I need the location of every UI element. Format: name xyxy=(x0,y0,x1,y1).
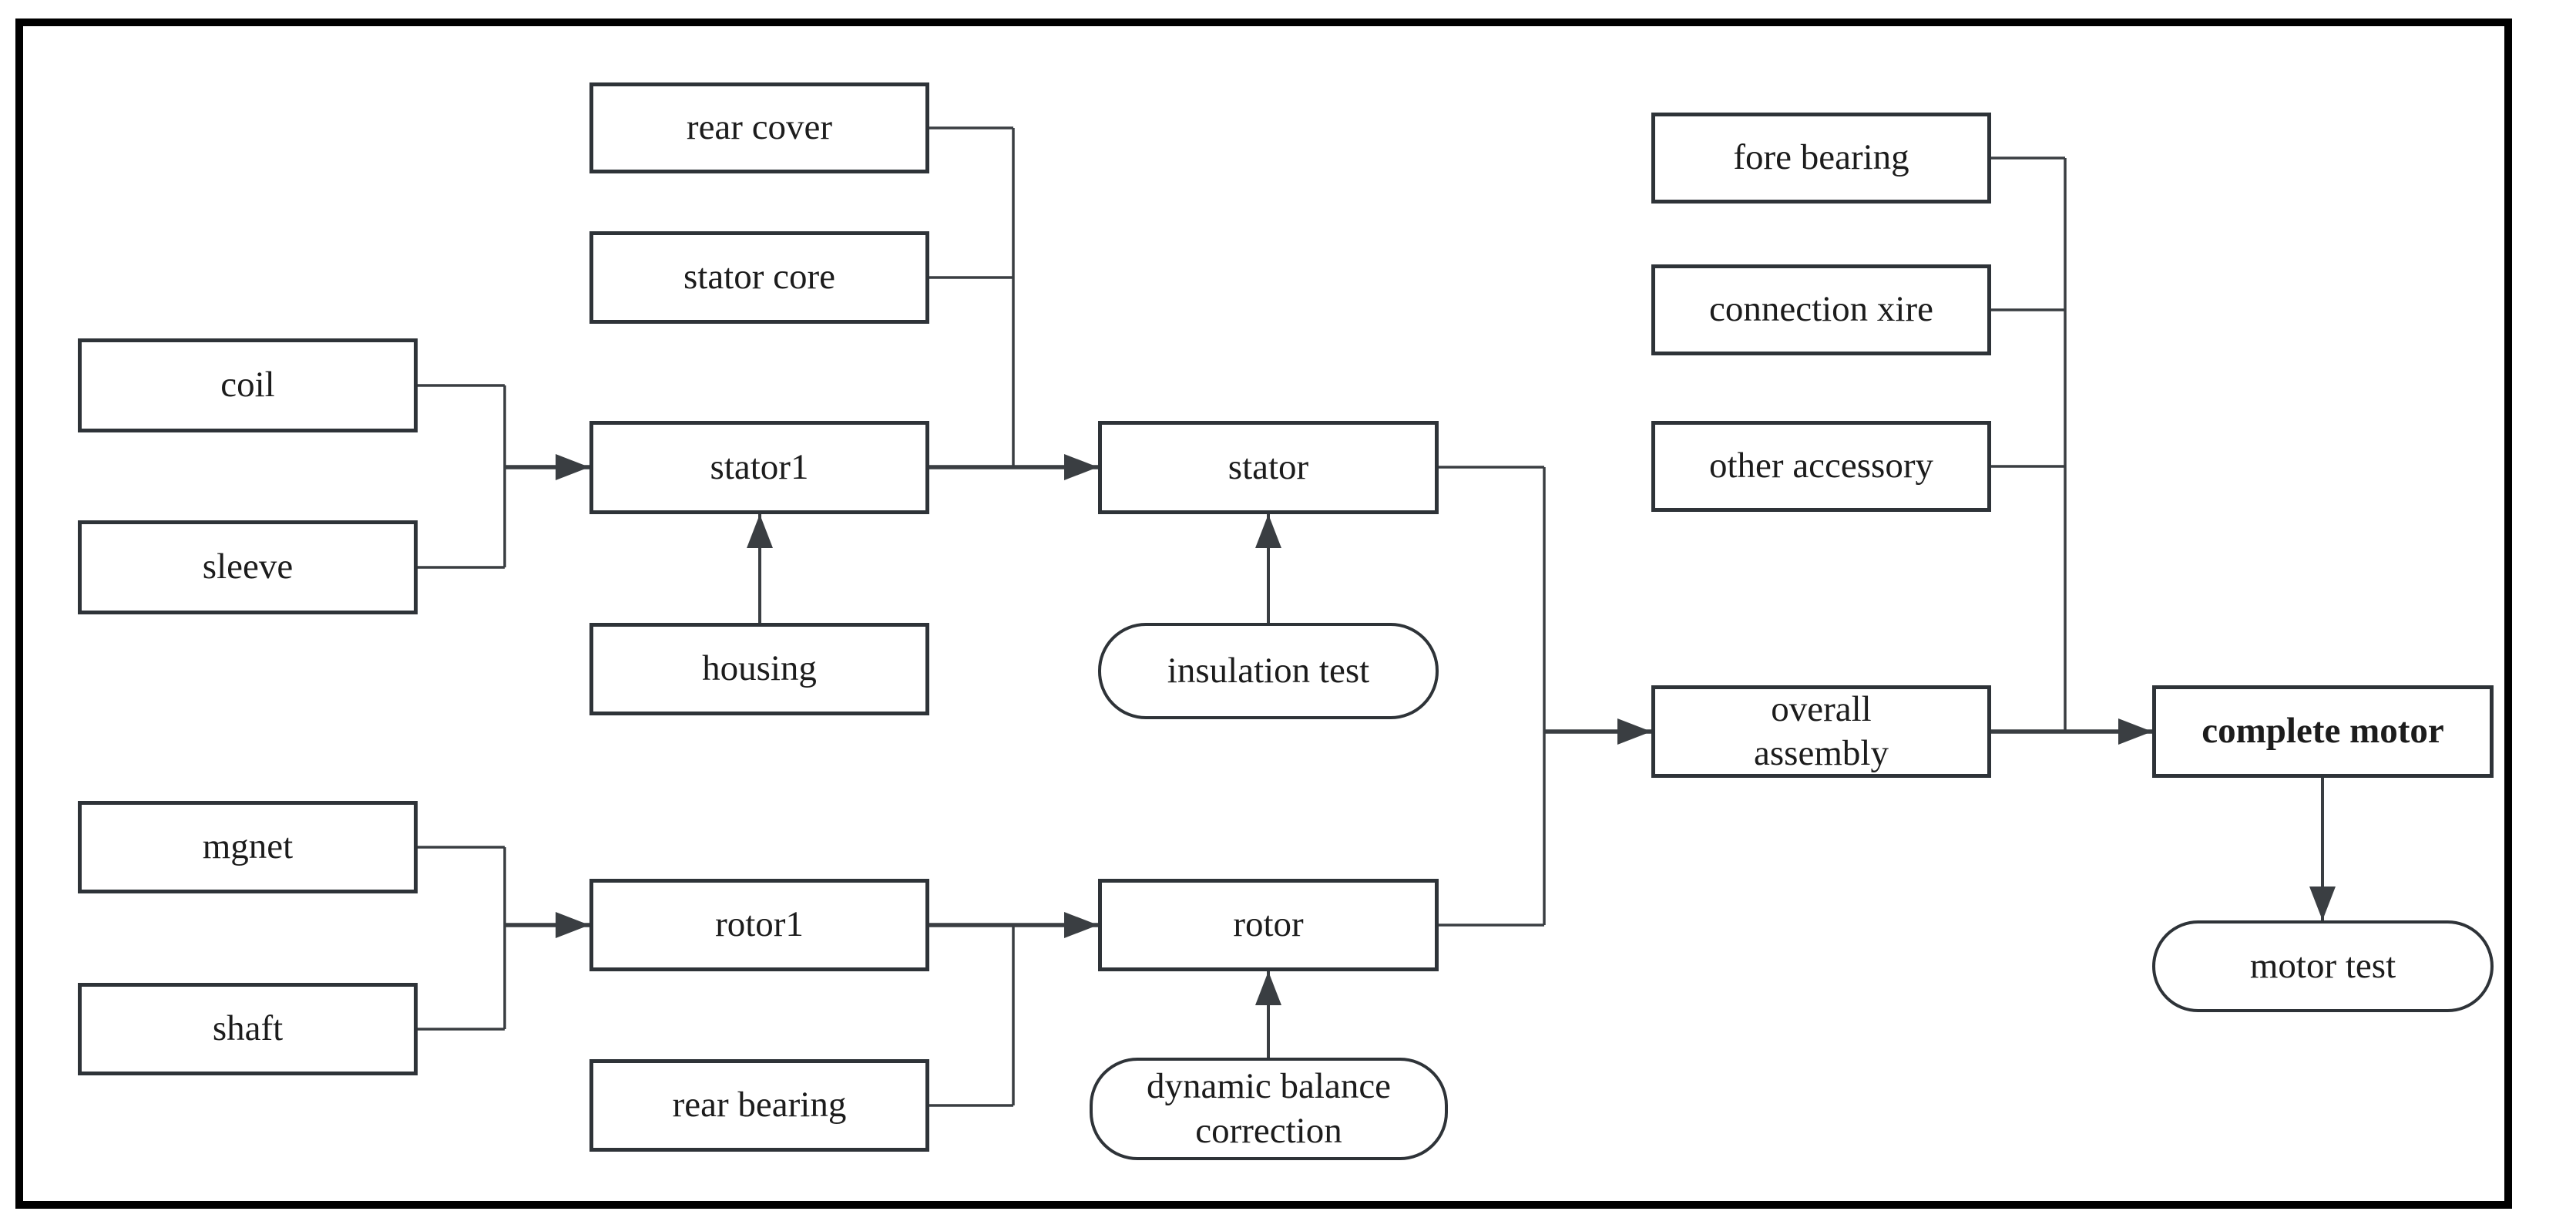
node-label: sleeve xyxy=(202,547,294,587)
node-complete-motor: complete motor xyxy=(2152,685,2494,778)
node-label: stator xyxy=(1228,446,1309,487)
node-label: rear cover xyxy=(686,107,833,148)
node-other-accessory: other accessory xyxy=(1651,421,1991,512)
node-coil: coil xyxy=(78,338,418,432)
node-stator: stator xyxy=(1098,421,1439,514)
node-label: rear bearing xyxy=(672,1085,847,1125)
outer-frame xyxy=(15,19,2512,1209)
node-rear-cover: rear cover xyxy=(589,82,929,173)
node-label: complete motor xyxy=(2202,711,2444,752)
node-label: fore bearing xyxy=(1733,137,1909,178)
node-sleeve: sleeve xyxy=(78,520,418,614)
node-label: insulation test xyxy=(1167,650,1370,691)
node-label: other accessory xyxy=(1709,446,1933,486)
node-motor-test: motor test xyxy=(2152,920,2494,1012)
node-rear-bearing: rear bearing xyxy=(589,1059,929,1152)
node-label: overall assembly xyxy=(1754,688,1889,773)
node-insulation-test: insulation test xyxy=(1098,623,1439,719)
node-label: rotor xyxy=(1233,904,1304,945)
node-fore-bearing: fore bearing xyxy=(1651,113,1991,204)
node-label: connection xire xyxy=(1708,289,1934,330)
node-label: shaft xyxy=(212,1008,284,1049)
node-label: coil xyxy=(220,365,275,405)
node-dynamic-balance: dynamic balance correction xyxy=(1090,1058,1448,1160)
node-housing: housing xyxy=(589,623,929,715)
node-stator-core: stator core xyxy=(589,231,929,324)
node-rotor1: rotor1 xyxy=(589,879,929,971)
node-rotor: rotor xyxy=(1098,879,1439,971)
node-mgnet: mgnet xyxy=(78,801,418,893)
node-label: mgnet xyxy=(202,826,294,867)
node-overall-assembly: overall assembly xyxy=(1651,685,1991,778)
node-connection-xire: connection xire xyxy=(1651,264,1991,355)
node-label: rotor1 xyxy=(715,904,804,945)
node-stator1: stator1 xyxy=(589,421,929,514)
node-shaft: shaft xyxy=(78,983,418,1075)
node-label: stator core xyxy=(683,257,836,298)
node-label: dynamic balance correction xyxy=(1146,1066,1392,1151)
node-label: housing xyxy=(702,648,817,689)
node-label: motor test xyxy=(2249,945,2396,986)
node-label: stator1 xyxy=(710,446,809,487)
